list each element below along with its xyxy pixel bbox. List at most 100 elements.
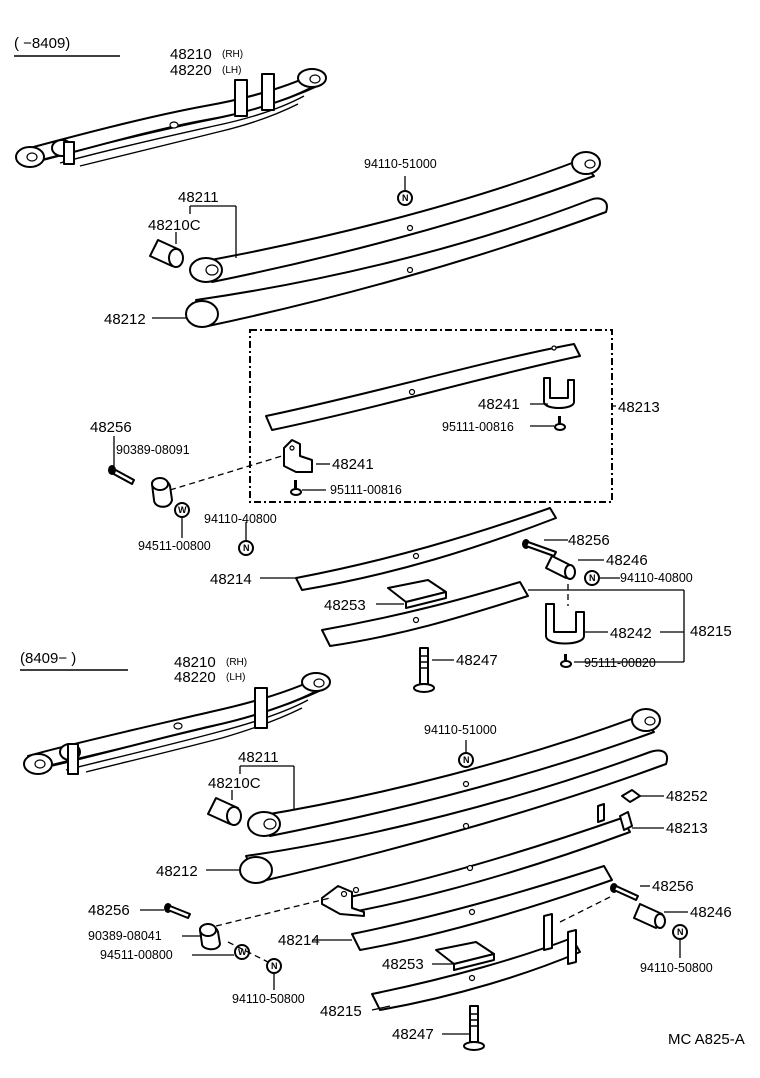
top-label-95111-00816-upper: 95111-00816 [442,420,514,434]
top-rivet-95111-00820 [560,654,572,668]
top-leaf-48211 [189,151,601,283]
bottom-assembly-dashline-left [215,897,331,927]
bottom-assembly-dashline-left-2 [227,941,269,963]
bottom-label-48212: 48212 [156,863,198,880]
bottom-nut-94110-51000: N [458,752,474,768]
top-label-48211: 48211 [178,189,219,206]
nut-symbol: N [243,543,250,553]
bottom-label-48252: 48252 [666,788,708,805]
nut-symbol: N [589,573,596,583]
top-leaf-48215 [321,581,529,647]
bottom-clip-48241 [321,885,365,917]
top-label-48241-lower: 48241 [332,456,374,473]
bottom-bushing-48246 [633,903,666,929]
washer-symbol: W [238,947,247,957]
bottom-label-48215: 48215 [320,1003,362,1020]
top-leaf-48214 [295,507,557,591]
top-label-90389-08091: 90389-08091 [116,443,190,457]
top-bolt-48256-right [522,539,557,557]
bottom-leader-48215 [371,1005,391,1011]
bottom-assembly-dashline-right [559,895,613,923]
bottom-leaf-48211 [247,708,661,837]
top-washer-94511-00800: W [174,502,190,518]
bottom-label-48256-right: 48256 [652,878,694,895]
top-label-48247: 48247 [456,652,498,669]
bottom-label-48211: 48211 [238,749,279,766]
top-label-94511-00800: 94511-00800 [138,539,211,553]
bottom-range-label: (8409− ) [20,650,76,667]
top-label-48214: 48214 [210,571,252,588]
bottom-label-90389-08041: 90389-08041 [88,929,162,943]
bottom-leader-48211 [239,765,295,810]
bottom-label-48210: 48210 [174,654,216,671]
top-rivet-95111-00816-upper [554,416,566,431]
bottom-label-48213: 48213 [666,820,708,837]
top-bushing-48256 [151,477,173,508]
bottom-bolt-48256-left [164,903,191,919]
top-nut-94110-40800-left: N [238,540,254,556]
bottom-bushing-48210c [207,797,242,826]
top-section: ( −8409) 48210 (RH) 48220 (LH) [14,35,732,693]
top-nut-94110-51000: N [397,190,413,206]
top-label-48256-right: 48256 [568,532,610,549]
bottom-bushing-90389 [199,923,221,951]
top-spring-assembly-drawing [15,68,327,168]
bottom-label-48214: 48214 [278,932,320,949]
top-clip-48241-upper [543,377,575,409]
bottom-label-94110-50800-left: 94110-50800 [232,992,305,1006]
top-label-94110-40800-left: 94110-40800 [204,512,277,526]
top-clip-48242 [545,603,585,645]
top-label-94110-40800-right: 94110-40800 [620,571,693,585]
bottom-nut-94110-50800-left: N [266,958,282,974]
top-label-48246: 48246 [606,552,648,569]
top-plate-48253 [387,579,447,609]
top-label-48212: 48212 [104,311,146,328]
bottom-leaf-48214 [351,865,613,951]
washer-symbol: W [178,505,187,515]
bottom-label-48253: 48253 [382,956,424,973]
top-label-48220-side: (LH) [222,65,241,76]
bottom-spacer-48252 [621,789,641,803]
top-label-48242: 48242 [610,625,652,642]
top-label-48213: 48213 [618,399,660,416]
nut-symbol: N [402,193,409,203]
bottom-label-94110-50800-right: 94110-50800 [640,961,713,975]
top-label-48220: 48220 [170,62,212,79]
bottom-label-48247: 48247 [392,1026,434,1043]
top-label-95111-00820: 95111-00820 [584,656,656,670]
top-clip-48241-lower [283,439,313,473]
top-range-label: ( −8409) [14,35,70,52]
bottom-leaf-48212 [239,749,668,884]
top-leader-48215-bracket [528,589,685,663]
bottom-label-48246: 48246 [690,904,732,921]
top-center-bolt-48247 [413,647,435,693]
bottom-leaf-48215 [371,913,581,1011]
top-bushing-48210c [149,239,184,268]
top-leaf-48213 [265,343,581,431]
top-group-48213-box [249,329,613,503]
bottom-label-48220: 48220 [174,669,216,686]
top-assembly-dashline-left [169,455,283,491]
top-label-48253: 48253 [324,597,366,614]
bottom-label-94511-00800: 94511-00800 [100,948,173,962]
bottom-label-48210-side: (RH) [226,657,247,668]
footer-code: MC A825-A [668,1031,745,1048]
top-rivet-95111-00816-lower [290,480,302,496]
bottom-section: (8409− ) 48210 (RH) 48220 (LH) [20,650,732,1051]
bottom-bolt-48256-right [610,883,639,901]
bottom-label-48256-left: 48256 [88,902,130,919]
bottom-leaf-48213 [335,803,633,915]
top-label-94110-51000: 94110-51000 [364,157,437,171]
bottom-label-48210c: 48210C [208,775,261,792]
top-leader-48211-bracket [189,205,236,214]
top-label-48241-upper: 48241 [478,396,520,413]
top-leaf-48212 [185,197,608,328]
top-label-48210-side: (RH) [222,49,243,60]
bottom-nut-94110-50800-right: N [672,924,688,940]
nut-symbol: N [677,927,684,937]
bottom-center-bolt-48247 [463,1005,485,1051]
top-nut-94110-40800-right: N [584,570,600,586]
top-bolt-90389-08091 [108,465,135,485]
bottom-label-94110-51000: 94110-51000 [424,723,497,737]
